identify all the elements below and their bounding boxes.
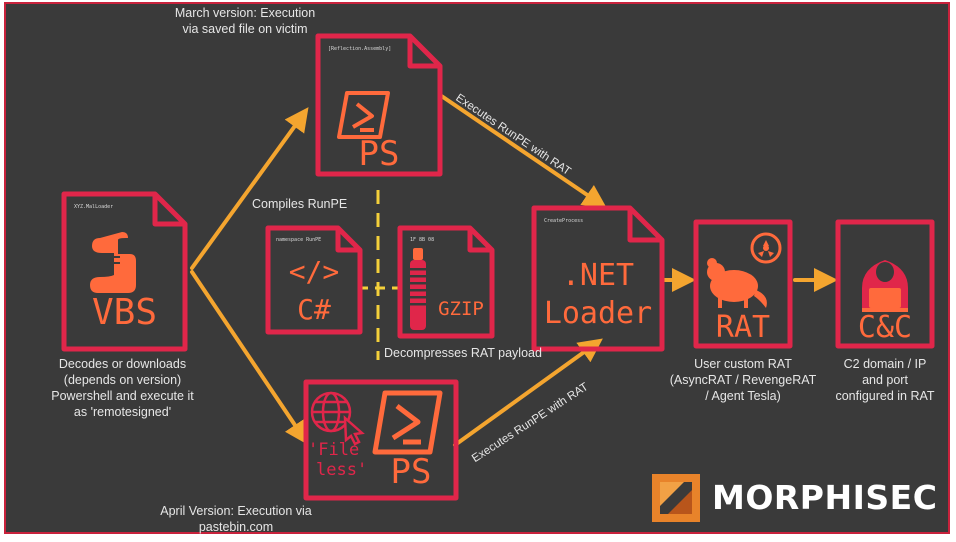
vbs-box [61, 191, 188, 352]
fileless-line1: 'File [308, 440, 360, 460]
rat-label: RAT [715, 310, 771, 345]
ps-bottom-box [303, 379, 459, 501]
vbs-label: VBS [91, 292, 158, 333]
gzip-fold [467, 228, 492, 253]
ps-top-header-text: [Reflection.Assembly] [328, 46, 392, 52]
vbs-description: Decodes or downloads(depends on version)… [51, 357, 194, 419]
arrow-vbs-to-ps-bottom [190, 270, 309, 445]
cnc-box [835, 219, 935, 349]
vbs-fold [152, 194, 185, 227]
rat-icon [707, 258, 767, 308]
globe-cursor-icon [310, 391, 365, 446]
csharp-glyph: </> [288, 255, 340, 288]
zipper-icon [410, 248, 426, 330]
ps-top-fold [407, 36, 440, 69]
rat-description: User custom RAT(AsyncRAT / RevengeRAT/ A… [669, 357, 817, 403]
csharp-header-text: namespace RunPE [276, 237, 322, 243]
radiation-badge-icon [750, 232, 782, 264]
arrow-ps-top-to-dotnet [438, 93, 607, 209]
morphisec-logo-icon [652, 474, 700, 522]
csharp-label: C# [297, 293, 331, 326]
morphisec-brand-name: MORPHISEC [712, 478, 938, 517]
ps-top-label: PS [358, 134, 400, 174]
dotnet-line1: .NET [561, 258, 635, 293]
compiles-runpe-label: Compiles RunPE [252, 197, 348, 211]
gzip-box [397, 225, 495, 339]
arrow-ps-bottom-to-dotnet [453, 338, 603, 447]
decompresses-label: Decompresses RAT payload [384, 346, 542, 360]
fileless-line2: less' [316, 460, 368, 480]
gzip-label: GZIP [438, 298, 484, 320]
cnc-label: C&C [857, 310, 913, 345]
dotnet-box [531, 205, 665, 352]
scroll-icon [90, 232, 136, 293]
dotnet-header-text: CreateProcess [544, 218, 584, 224]
powershell-prompt-icon [337, 91, 390, 139]
ps-top-box [315, 33, 443, 177]
dotnet-fold [627, 208, 662, 243]
gzip-header-text: 1F 8B 08 [410, 237, 435, 243]
hacker-icon [862, 260, 908, 312]
csharp-fold [335, 228, 360, 253]
rat-box [693, 219, 793, 349]
csharp-box [265, 225, 363, 335]
dotnet-line2: Loader [543, 296, 653, 331]
ps-bottom-label: PS [390, 452, 432, 492]
vbs-header-text: XYZ.MalLoader [74, 204, 114, 210]
powershell-prompt-icon-bottom [372, 390, 443, 455]
arrow-vbs-to-ps-top [190, 107, 309, 270]
